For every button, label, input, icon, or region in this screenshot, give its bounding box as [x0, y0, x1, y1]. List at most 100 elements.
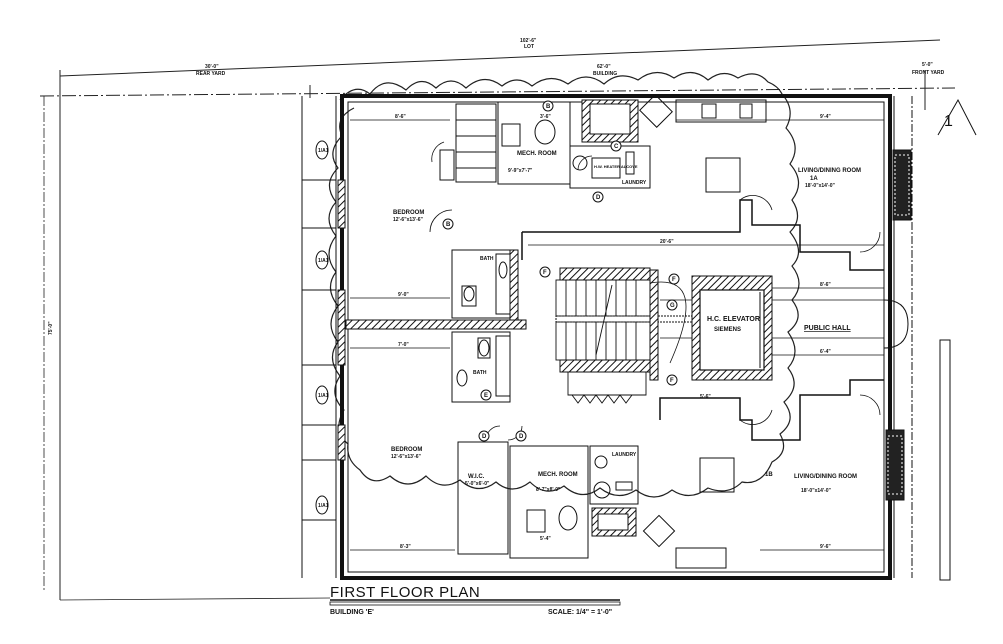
mech-room-top-label: MECH. ROOM [517, 151, 557, 157]
door-tag: E [480, 389, 492, 401]
demising-walls [345, 249, 697, 381]
bath-bottom [451, 331, 511, 403]
building-label: BUILDING 'E' [330, 609, 374, 616]
lot-dimension-lines [39, 39, 956, 601]
section-marker: 1 [937, 98, 977, 136]
svg-text:1/A1: 1/A1 [318, 503, 329, 509]
title-block: FIRST FLOOR PLAN BUILDING 'E' SCALE: 1/4… [329, 584, 621, 616]
window-tag: 1/A1 [315, 250, 329, 270]
svg-text:W.I.C.: W.I.C. [468, 474, 485, 480]
stair [555, 279, 651, 404]
scale-label: SCALE: 1/4" = 1'-0" [548, 609, 612, 616]
elevator-shaft: H.C. ELEVATOR SIEMENS [691, 275, 773, 381]
door-tag: D [515, 430, 527, 442]
door-tag: F [666, 374, 678, 386]
public-hall-label: PUBLIC HALL [804, 325, 851, 332]
room-bedroom-bottom: BEDROOM 12'-6"x13'-6" [391, 447, 422, 460]
svg-text:6'-4": 6'-4" [820, 349, 831, 355]
mech-room-top-size: 9'-9"x7'-7" [508, 168, 533, 174]
svg-text:9'-4": 9'-4" [820, 114, 831, 120]
door-tags: B D F G F F D E D C B [442, 100, 680, 442]
svg-text:12'-6"x13'-6": 12'-6"x13'-6" [393, 217, 424, 223]
svg-text:C: C [614, 144, 619, 150]
elevator-sub-label: SIEMENS [714, 327, 741, 333]
svg-text:3'-6": 3'-6" [540, 114, 551, 120]
svg-text:E: E [484, 393, 488, 399]
window-tags: 1/A1 1/A1 1/A1 1/A1 [315, 140, 329, 515]
right-facade [883, 96, 951, 581]
svg-text:FRONT YARD: FRONT YARD [912, 70, 945, 76]
kitchen-top [639, 94, 767, 128]
closet-top [439, 103, 497, 183]
left-facade [301, 96, 346, 578]
door-tag: G [666, 299, 678, 311]
svg-text:LIVING/DINING ROOM: LIVING/DINING ROOM [798, 168, 861, 174]
mech-room-bottom-size: 8'-7"x8'-0" [536, 487, 561, 493]
svg-text:F: F [670, 378, 674, 384]
door-tag: D [478, 430, 490, 442]
svg-text:1B: 1B [765, 472, 773, 478]
svg-text:20'-6": 20'-6" [660, 239, 674, 245]
svg-text:BUILDING: BUILDING [593, 71, 617, 77]
svg-text:1/A1: 1/A1 [318, 148, 329, 154]
svg-text:1A: 1A [810, 176, 818, 182]
svg-text:D: D [482, 434, 487, 440]
svg-text:18'-0"x14'-0": 18'-0"x14'-0" [805, 183, 836, 189]
svg-text:5'-4": 5'-4" [540, 536, 551, 542]
svg-text:8'-6": 8'-6" [820, 282, 831, 288]
svg-text:F: F [672, 277, 676, 283]
svg-text:8'-3": 8'-3" [400, 544, 411, 550]
laundry-bottom-label: LAUNDRY [612, 452, 637, 458]
svg-text:8'-6": 8'-6" [395, 114, 406, 120]
interior-dimensions [350, 119, 884, 551]
svg-text:5'-6": 5'-6" [700, 394, 711, 400]
door-swings [429, 141, 881, 441]
svg-text:B: B [446, 222, 451, 228]
heater-alcove-top-label: H.W. HEATER ALCOVE [594, 164, 638, 169]
svg-text:D: D [596, 195, 601, 201]
window-tag: 1/A1 [315, 140, 329, 160]
door-tag: B [442, 218, 454, 230]
svg-text:30'-0": 30'-0" [205, 64, 219, 70]
svg-text:F: F [543, 270, 547, 276]
svg-text:9'-6": 9'-6" [820, 544, 831, 550]
door-tag: B [542, 100, 554, 112]
room-laundry-top [569, 99, 651, 189]
svg-text:9'-0": 9'-0" [398, 292, 409, 298]
svg-text:D: D [519, 434, 524, 440]
room-living-bottom: LIVING/DINING ROOM 1B 18'-0"x14'-0" [699, 457, 857, 494]
elevator-label: H.C. ELEVATOR [707, 316, 760, 323]
svg-text:BEDROOM: BEDROOM [393, 210, 424, 216]
room-living-top: LIVING/DINING ROOM 1A 18'-0"x14'-0" [705, 157, 861, 193]
svg-text:LOT: LOT [524, 44, 534, 50]
door-tag: D [592, 191, 604, 203]
plan-title: FIRST FLOOR PLAN [330, 584, 480, 601]
svg-text:LIVING/DINING ROOM: LIVING/DINING ROOM [794, 474, 857, 480]
laundry-top-label: LAUNDRY [622, 180, 647, 186]
svg-text:18'-0"x14'-0": 18'-0"x14'-0" [801, 488, 832, 494]
svg-text:12'-6"x13'-6": 12'-6"x13'-6" [391, 454, 422, 460]
svg-text:75'-0": 75'-0" [48, 321, 54, 335]
bath-top [451, 249, 511, 319]
svg-text:G: G [670, 303, 675, 309]
door-tag: C [610, 140, 622, 152]
bath-bottom-label: BATH [473, 370, 487, 376]
mech-room-bottom-label: MECH. ROOM [538, 472, 578, 478]
svg-text:102'-6": 102'-6" [520, 38, 537, 44]
window-tag: 1/A1 [315, 385, 329, 405]
door-tag: F [539, 266, 551, 278]
window-tag: 1/A1 [315, 495, 329, 515]
room-mech-bottom [509, 445, 589, 559]
svg-text:BEDROOM: BEDROOM [391, 447, 422, 453]
svg-text:1/A1: 1/A1 [318, 258, 329, 264]
room-mech-top [497, 101, 571, 185]
svg-text:B: B [546, 104, 551, 110]
interior-dimension-labels: 8'-6" 3'-6" 9'-0" 20'-6" 7'-0" 5'-4" 9'-… [395, 114, 831, 550]
svg-text:7'-0": 7'-0" [398, 342, 409, 348]
svg-text:1/A1: 1/A1 [318, 393, 329, 399]
door-tag: F [668, 273, 680, 285]
bath-top-label: BATH [480, 256, 494, 262]
svg-text:1: 1 [944, 113, 953, 130]
room-bedroom-top: BEDROOM 12'-6"x13'-6" [393, 210, 424, 223]
